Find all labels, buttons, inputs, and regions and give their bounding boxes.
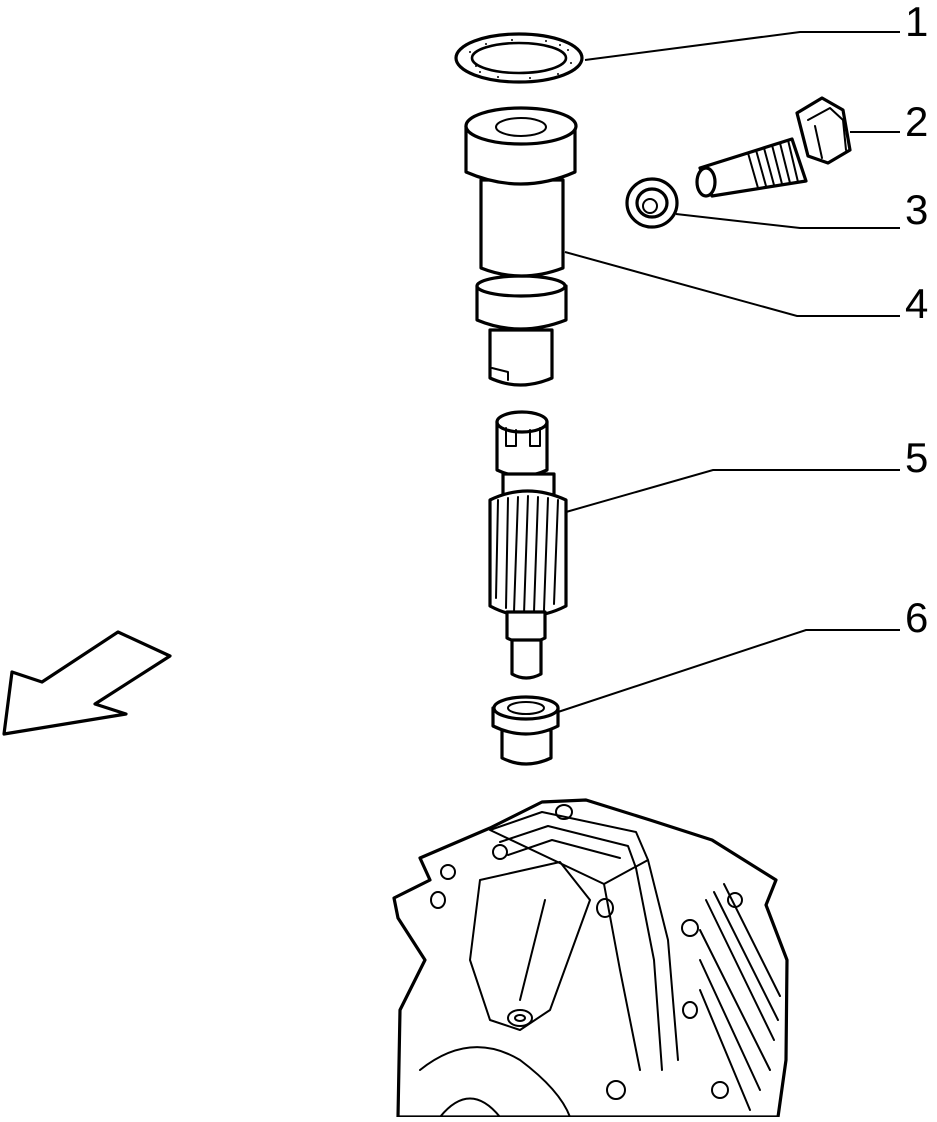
callout-label-6: 6 (905, 594, 928, 641)
leader-line-6 (557, 629, 900, 713)
callout-label-3: 3 (905, 186, 928, 233)
callout-label-2: 2 (905, 98, 928, 145)
callout-label-5: 5 (905, 434, 928, 481)
gearbox-housing (392, 798, 789, 1119)
bushing (491, 695, 560, 766)
callout-label-1: 1 (905, 0, 928, 45)
leader-line-3 (675, 213, 900, 229)
seal-ring (454, 32, 584, 84)
bolt (695, 96, 852, 198)
speedometer-drive-gear (488, 410, 568, 680)
direction-arrow (2, 630, 172, 736)
callout-labels: 1 2 3 4 5 6 (905, 0, 928, 641)
washer (625, 177, 679, 229)
leader-line-5 (565, 469, 900, 513)
gear-sleeve (464, 106, 578, 387)
leader-line-4 (564, 251, 900, 317)
callout-label-4: 4 (905, 280, 928, 327)
leader-line-1 (584, 31, 900, 61)
leader-lines (557, 31, 900, 713)
